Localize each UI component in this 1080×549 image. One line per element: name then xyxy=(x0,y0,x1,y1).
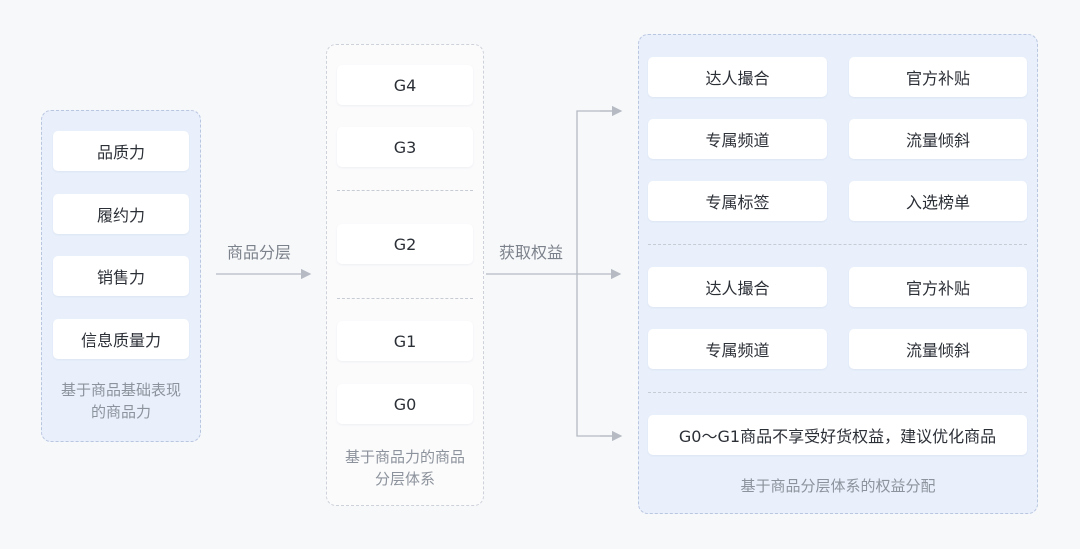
branch-connector xyxy=(576,110,620,437)
benefit-g2-traffic-boost: 流量倾斜 xyxy=(849,329,1027,369)
tier-g0: G0 xyxy=(337,384,473,424)
middle-caption-line1: 基于商品力的商品 xyxy=(344,448,465,466)
right-caption: 基于商品分层体系的权益分配 xyxy=(740,477,936,495)
benefit-divider-2 xyxy=(648,392,1027,393)
tier-g4: G4 xyxy=(337,65,473,105)
benefit-g1-official-subsidy: 官方补贴 xyxy=(849,57,1027,97)
label-layering: 商品分层 xyxy=(226,243,291,262)
power-fulfillment: 履约力 xyxy=(53,194,189,234)
middle-caption-line2: 分层体系 xyxy=(374,470,435,488)
benefit-g2-influencer-match: 达人撮合 xyxy=(648,267,827,307)
left-caption-line1: 基于商品基础表现 xyxy=(60,381,181,399)
benefit-g1-traffic-boost: 流量倾斜 xyxy=(849,119,1027,159)
tier-g1: G1 xyxy=(337,321,473,361)
tier-divider-1 xyxy=(337,190,473,191)
tier-g3: G3 xyxy=(337,127,473,167)
tier-g2: G2 xyxy=(337,224,473,264)
left-caption-line2: 的商品力 xyxy=(90,403,151,421)
benefit-g2-official-subsidy: 官方补贴 xyxy=(849,267,1027,307)
benefit-g1-ranking-list: 入选榜单 xyxy=(849,181,1027,221)
benefit-g3-no-benefit: G0～G1商品不享受好货权益，建议优化商品 xyxy=(648,415,1027,455)
benefit-g1-influencer-match: 达人撮合 xyxy=(648,57,827,97)
power-sales: 销售力 xyxy=(53,256,189,296)
benefit-g1-exclusive-tag: 专属标签 xyxy=(648,181,827,221)
benefit-divider-1 xyxy=(648,244,1027,245)
power-quality: 品质力 xyxy=(53,131,189,171)
tier-divider-2 xyxy=(337,298,473,299)
tier-panel xyxy=(326,44,484,506)
benefit-g2-exclusive-channel: 专属频道 xyxy=(648,329,827,369)
label-benefits: 获取权益 xyxy=(498,243,563,262)
benefit-g1-exclusive-channel: 专属频道 xyxy=(648,119,827,159)
power-info-quality: 信息质量力 xyxy=(53,319,189,359)
